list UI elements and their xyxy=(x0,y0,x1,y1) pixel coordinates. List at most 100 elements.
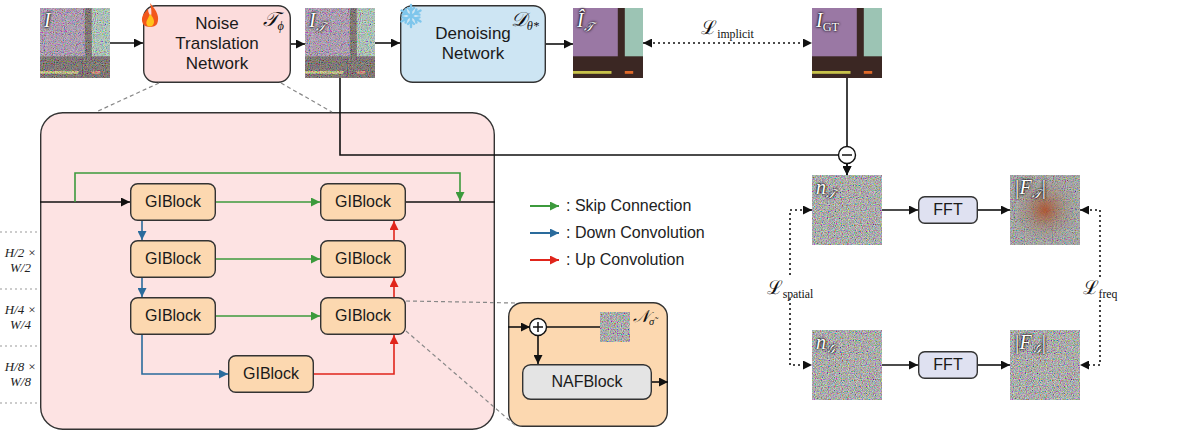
noise-map: n𝒢 xyxy=(812,330,882,400)
image-thumbnail: IGT xyxy=(812,8,882,78)
output-wire xyxy=(406,201,495,203)
text-slot: GIBlock xyxy=(228,355,314,393)
legend-text: : Skip Connection xyxy=(566,197,691,215)
teal-region xyxy=(625,8,643,56)
text-slot: n𝒢 xyxy=(816,331,835,357)
flow-arrow xyxy=(978,209,1010,211)
flow-arrow xyxy=(142,335,228,374)
noise-overlay xyxy=(812,175,882,245)
image-ground xyxy=(812,8,882,78)
flow-arrow xyxy=(216,315,320,317)
image-ground xyxy=(812,330,882,400)
network-box: Noise Translation Network𝒯ϕ xyxy=(143,5,291,83)
math-subscript: 𝒢 xyxy=(826,342,835,356)
flow-arrow xyxy=(882,209,918,211)
network-panel: GIBlockGIBlockGIBlockGIBlockGIBlockGIBlo… xyxy=(40,112,495,430)
math-label: n𝒢 xyxy=(816,331,835,353)
image-ground xyxy=(812,175,882,245)
box-shape xyxy=(229,356,314,393)
math-subscript: θ* xyxy=(527,19,539,33)
flow-arrow xyxy=(882,364,918,366)
math-base: 𝒩 xyxy=(633,307,649,326)
text-slot: GIBlock xyxy=(130,297,216,335)
math-base: | xyxy=(1041,176,1047,198)
math-subscript: σ̃ xyxy=(649,316,654,327)
loss-label: ℒimplicit xyxy=(699,17,756,38)
noise-overlay xyxy=(40,8,110,78)
edge-label-slot: ℒspatial xyxy=(765,274,816,302)
box-shape xyxy=(321,298,406,335)
text-slot: FFT xyxy=(918,351,978,379)
math-base: | xyxy=(1041,331,1047,353)
math-base: ℒ xyxy=(701,17,717,38)
flow-arrow xyxy=(216,258,320,260)
box-label: Denoising Network xyxy=(419,24,527,64)
network-box: Denoising Network𝒟θ* xyxy=(400,5,546,83)
noise-map: n𝒯 xyxy=(812,175,882,245)
box-shape xyxy=(919,197,978,224)
text-slot: I xyxy=(44,9,51,32)
image-thumbnail: I𝒯 xyxy=(305,8,375,78)
flow-arrow xyxy=(291,43,305,45)
operator-bar xyxy=(842,154,852,156)
process-box: FFT xyxy=(918,196,978,224)
flow-arrow xyxy=(375,42,400,44)
flow-arrow xyxy=(141,221,143,240)
flow-arrow xyxy=(978,364,1010,366)
box-shape xyxy=(131,298,216,335)
legend-sample xyxy=(528,226,562,240)
text-slot: GIBlock xyxy=(320,183,406,221)
edge-label-slot: ℒimplicit xyxy=(699,14,756,42)
scale-label: H/4 × W/4 xyxy=(2,302,39,332)
math-label: I xyxy=(44,9,51,31)
input-wire xyxy=(40,201,130,203)
box-label: GIBlock xyxy=(145,193,201,211)
text-slot: n𝒯 xyxy=(816,176,835,202)
fire-icon xyxy=(142,3,158,27)
text-slot: GIBlock xyxy=(320,240,406,278)
math-base: ℒ xyxy=(767,277,783,298)
label-slot: H/8 × W/8 xyxy=(2,359,39,389)
spectrum-map: |F𝒢| xyxy=(1010,330,1080,400)
box-label: GIBlock xyxy=(145,307,201,325)
image-thumbnail: Î𝒯 xyxy=(573,8,643,78)
label-slot: H/2 × W/2 xyxy=(2,245,39,275)
legend-item: : Skip Connection xyxy=(528,192,705,219)
math-base: ℒ xyxy=(1083,277,1099,298)
operator-circle xyxy=(839,147,856,164)
zoom-line xyxy=(406,331,516,426)
box-label: Noise Translation Network xyxy=(163,14,271,74)
math-label: n𝒯 xyxy=(816,176,835,198)
loss-label: ℒspatial xyxy=(765,277,816,298)
math-label: |F𝒯| xyxy=(1014,176,1046,198)
math-subscript: spatial xyxy=(783,287,814,300)
math-label: |F𝒢| xyxy=(1014,331,1046,353)
image-ground xyxy=(1010,330,1080,400)
operator-bar xyxy=(537,322,539,332)
separator-line xyxy=(0,402,40,403)
math-subscript: 𝒯 xyxy=(316,20,325,34)
image-ground xyxy=(600,312,630,342)
loss-arrow xyxy=(643,42,812,44)
image-ground xyxy=(40,8,110,78)
input-wire xyxy=(508,326,530,328)
flow-arrow xyxy=(340,78,847,175)
legend-text: : Up Convolution xyxy=(566,251,684,269)
purple-region xyxy=(812,8,857,56)
text-slot: FFT xyxy=(918,196,978,224)
block-detail-panel: 𝒩σ̃ NAFBlock xyxy=(508,302,668,427)
box-label: NAFBlock xyxy=(551,373,622,391)
process-box: GIBlock xyxy=(130,240,216,278)
text-slot: 𝒟θ* xyxy=(511,8,539,34)
noise-overlay xyxy=(305,8,375,78)
scale-separators xyxy=(0,232,40,403)
text-slot: GIBlock xyxy=(130,183,216,221)
legend-sample xyxy=(528,199,562,213)
math-label: 𝒩σ̃ xyxy=(633,307,654,326)
text-slot: GIBlock xyxy=(130,240,216,278)
noise-overlay xyxy=(812,330,882,400)
box-shape xyxy=(919,352,978,379)
math-base: I xyxy=(309,9,316,31)
box-label: GIBlock xyxy=(145,250,201,268)
flame-inner xyxy=(146,14,154,27)
